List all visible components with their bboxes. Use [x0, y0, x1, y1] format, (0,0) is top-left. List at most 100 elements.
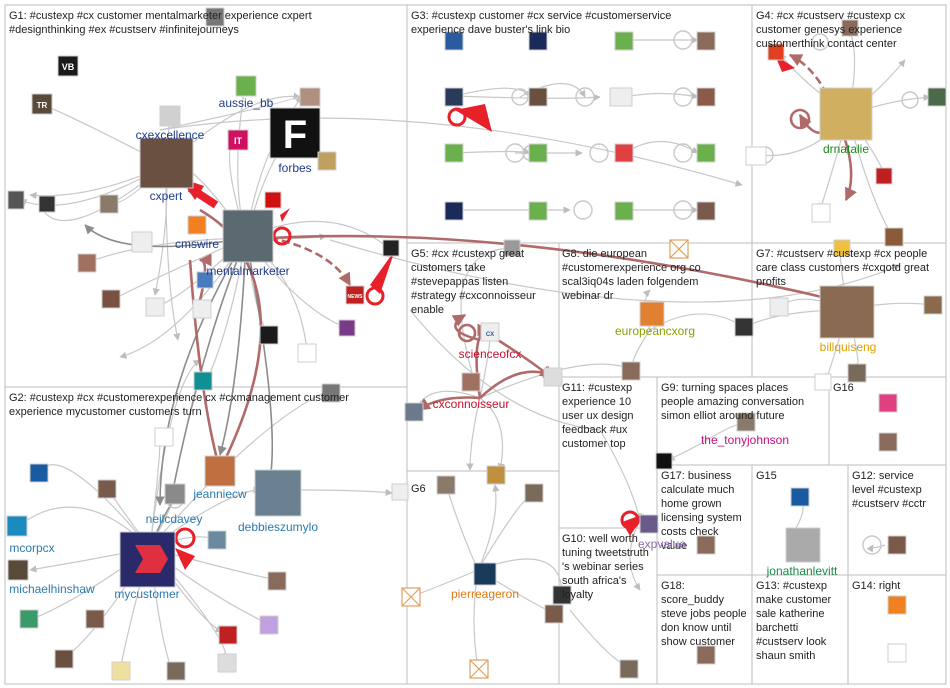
node-g14-a[interactable]: [887, 595, 907, 615]
node-g3-k[interactable]: [614, 143, 634, 163]
node-g3-a[interactable]: [444, 31, 464, 51]
node-europeancxorg[interactable]: [639, 301, 665, 327]
node-g1-r[interactable]: [345, 285, 365, 305]
node-g16-b[interactable]: [878, 393, 898, 413]
node-g1-o[interactable]: [297, 343, 317, 363]
node-pierreageron[interactable]: [473, 562, 497, 586]
node-g2-g[interactable]: [19, 609, 39, 629]
node-debbieszumylo[interactable]: [254, 469, 302, 517]
node-g3-m[interactable]: [444, 201, 464, 221]
node-scienceofcx[interactable]: [480, 322, 500, 342]
node-g1-p[interactable]: [193, 371, 213, 391]
node-jeanniecw[interactable]: [204, 455, 236, 487]
node-g6-a[interactable]: [436, 475, 456, 495]
node-mentalmarketer[interactable]: [222, 209, 274, 263]
node-g3-j[interactable]: [528, 143, 548, 163]
node-cxexcellence[interactable]: [159, 105, 181, 127]
node-g4-f[interactable]: [811, 203, 831, 223]
node-g5-c[interactable]: [404, 402, 424, 422]
node-g3-n[interactable]: [528, 201, 548, 221]
node-g2-k[interactable]: [111, 661, 131, 681]
node-g2-a[interactable]: [321, 383, 341, 403]
node-g10-b[interactable]: [619, 659, 639, 679]
node-cxpert[interactable]: [139, 137, 194, 189]
node-g2-j[interactable]: [54, 649, 74, 669]
node-g7-d[interactable]: [923, 295, 943, 315]
node-g2-c[interactable]: [29, 463, 49, 483]
node-jonathanlevitt[interactable]: [785, 527, 821, 563]
node-g1-h[interactable]: [77, 253, 97, 273]
node-g16-a[interactable]: [814, 373, 832, 391]
node-g2-l[interactable]: [166, 661, 186, 681]
node-g4-c[interactable]: [927, 87, 947, 107]
node-g3-o[interactable]: [614, 201, 634, 221]
node-g1-g[interactable]: [131, 231, 153, 253]
node-g1-d[interactable]: [7, 190, 25, 210]
node-mcorpcx[interactable]: [6, 515, 28, 537]
node-g8-b[interactable]: [621, 361, 641, 381]
node-drnatalie[interactable]: [819, 87, 873, 141]
node-g1-a[interactable]: [299, 87, 321, 107]
node-g7-c[interactable]: [833, 239, 851, 257]
node-g12-a[interactable]: [887, 535, 907, 555]
node-g1-i[interactable]: [196, 271, 214, 289]
node-g1-c[interactable]: [264, 191, 282, 209]
node-g5-a[interactable]: [503, 239, 521, 257]
node-expvalue[interactable]: [639, 514, 659, 534]
node-it[interactable]: [227, 129, 249, 151]
node-g3-p[interactable]: [696, 201, 716, 221]
node-g17-a[interactable]: [696, 535, 716, 555]
node-g14-b[interactable]: [887, 643, 907, 663]
node-g4-g[interactable]: [884, 227, 904, 247]
node-g7-e[interactable]: [847, 363, 867, 383]
node-billquiseng[interactable]: [819, 285, 875, 339]
node-g6-c[interactable]: [524, 483, 544, 503]
node-g2-o[interactable]: [391, 483, 409, 501]
node-g2-i[interactable]: [259, 615, 279, 635]
node-g7-a[interactable]: [734, 317, 754, 337]
node-g18-a[interactable]: [696, 645, 716, 665]
node-g3-e[interactable]: [444, 87, 464, 107]
node-tonyjohnson[interactable]: [736, 412, 756, 432]
node-neilcdavey[interactable]: [164, 483, 186, 505]
node-g1-e[interactable]: [99, 194, 119, 214]
node-cmswire[interactable]: [187, 215, 207, 235]
node-g4-d[interactable]: [745, 146, 767, 166]
node-g2-m[interactable]: [217, 653, 237, 673]
node-g2-h[interactable]: [85, 609, 105, 629]
node-g1-q[interactable]: [382, 239, 400, 257]
node-g2-b[interactable]: [154, 427, 174, 447]
node-g3-l[interactable]: [696, 143, 716, 163]
node-g3-c[interactable]: [614, 31, 634, 51]
node-g3-b[interactable]: [528, 31, 548, 51]
node-forbes[interactable]: [269, 107, 321, 159]
node-cxconnoisseur[interactable]: [461, 372, 481, 392]
node-tweetstruth[interactable]: [552, 585, 572, 605]
node-g7-b[interactable]: [769, 297, 789, 317]
node-g4-a[interactable]: [767, 43, 785, 61]
node-g6-b[interactable]: [486, 465, 506, 485]
node-g10-a[interactable]: [544, 604, 564, 624]
node-g3-h[interactable]: [696, 87, 716, 107]
node-g3-g[interactable]: [609, 87, 633, 107]
node-g1-k[interactable]: [145, 297, 165, 317]
node-g1-l[interactable]: [192, 299, 212, 319]
node-tr[interactable]: [31, 93, 53, 115]
node-g4-e[interactable]: [875, 167, 893, 185]
node-g3-i[interactable]: [444, 143, 464, 163]
node-g2-n[interactable]: [218, 625, 238, 645]
node-g2-f[interactable]: [267, 571, 287, 591]
node-g2-d[interactable]: [97, 479, 117, 499]
node-g1-b[interactable]: [317, 151, 337, 171]
node-g1-f[interactable]: [38, 195, 56, 213]
node-g3-f[interactable]: [528, 87, 548, 107]
node-g1-n[interactable]: [259, 325, 279, 345]
node-g1-j[interactable]: [101, 289, 121, 309]
node-aussie-bb[interactable]: [235, 75, 257, 97]
node-g2-e[interactable]: [207, 530, 227, 550]
node-vb[interactable]: [57, 55, 79, 77]
node-michaelhinshaw[interactable]: [7, 559, 29, 581]
node-g1-top[interactable]: [205, 7, 225, 27]
node-g15-a[interactable]: [790, 487, 810, 507]
node-g5-b[interactable]: [543, 367, 563, 387]
